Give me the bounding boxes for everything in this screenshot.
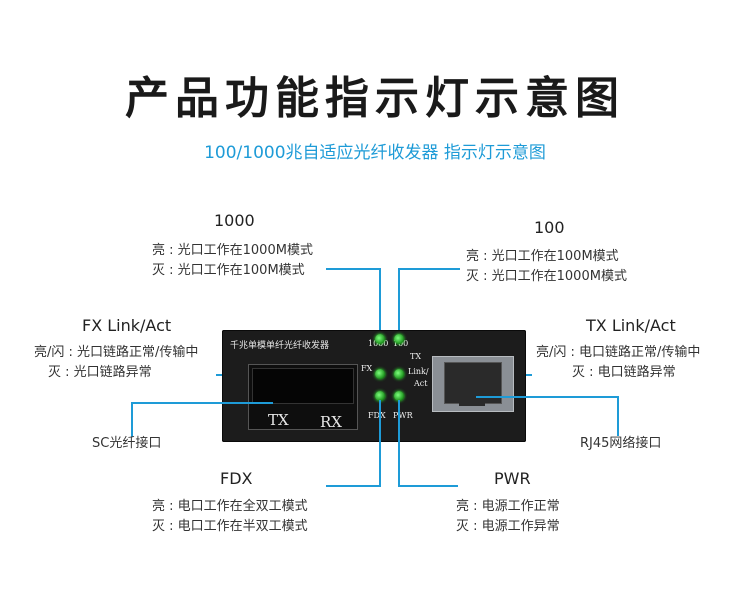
led-pwr-indicator [394, 391, 404, 401]
callout-pwr-line1: 亮 : 电源工作正常 [456, 499, 560, 514]
callout-sc-label: SC光纤接口 [92, 436, 162, 451]
callout-100-line2: 灭 : 光口工作在1000M模式 [466, 269, 627, 284]
callout-rj45-label: RJ45网络接口 [580, 436, 662, 451]
led-100-indicator [394, 334, 404, 344]
callout-100-head: 100 [534, 218, 565, 237]
page-subtitle: 100/1000兆自适应光纤收发器 指示灯示意图 [204, 143, 546, 163]
sc-fiber-port-inner [252, 368, 354, 404]
led-tx-indicator [394, 369, 404, 379]
led-tx-label: TX [410, 352, 422, 361]
callout-pwr-line2: 灭 : 电源工作异常 [456, 519, 560, 534]
led-fdx-indicator [375, 391, 385, 401]
callout-1000-head: 1000 [214, 211, 255, 230]
callout-fx-head: FX Link/Act [82, 316, 172, 335]
rj45-port-tab [459, 396, 485, 406]
callout-rj45-vline [617, 396, 619, 436]
callout-100-hline [398, 268, 460, 270]
callout-rj45-hline [476, 396, 619, 398]
page-title: 产品功能指示灯示意图 [125, 73, 625, 124]
callout-fdx-line1: 亮 : 电口工作在全双工模式 [152, 499, 308, 514]
sc-tx-label: TX [268, 411, 289, 429]
callout-fdx-line2: 灭 : 电口工作在半双工模式 [152, 519, 308, 534]
callout-1000-vline [379, 268, 381, 334]
callout-1000-line1: 亮 : 光口工作在1000M模式 [152, 243, 313, 258]
callout-fdx-vline [379, 400, 381, 486]
callout-fdx-hline [326, 485, 381, 487]
device-brand-label: 千兆单模单纤光纤收发器 [230, 341, 330, 351]
callout-fx-line2: 灭 : 光口链路异常 [48, 365, 152, 380]
callout-tx-line1: 亮/闪 : 电口链路正常/传输中 [536, 345, 701, 360]
callout-100-vline [398, 268, 400, 334]
callout-sc-vline [131, 403, 133, 437]
led-fx-indicator [375, 369, 385, 379]
led-linkact-label-1: Link/ [408, 367, 429, 376]
callout-1000-hline [326, 268, 380, 270]
led-fx-label: FX [361, 364, 373, 373]
callout-fx-line1: 亮/闪 : 光口链路正常/传输中 [34, 345, 199, 360]
callout-fdx-head: FDX [220, 469, 253, 488]
callout-sc-hline [131, 402, 273, 404]
callout-1000-line2: 灭 : 光口工作在100M模式 [152, 263, 305, 278]
callout-100-line1: 亮 : 光口工作在100M模式 [466, 249, 619, 264]
callout-tx-head: TX Link/Act [586, 316, 676, 335]
callout-tx-line2: 灭 : 电口链路异常 [572, 365, 676, 380]
led-pwr-label: PWR [393, 411, 413, 420]
led-linkact-label-2: Act [414, 379, 428, 388]
callout-pwr-head: PWR [494, 469, 531, 488]
led-fdx-label: FDX [368, 411, 386, 420]
callout-pwr-hline [398, 485, 458, 487]
callout-pwr-vline [398, 400, 400, 486]
sc-rx-label: RX [320, 413, 342, 431]
led-1000-indicator [375, 334, 385, 344]
